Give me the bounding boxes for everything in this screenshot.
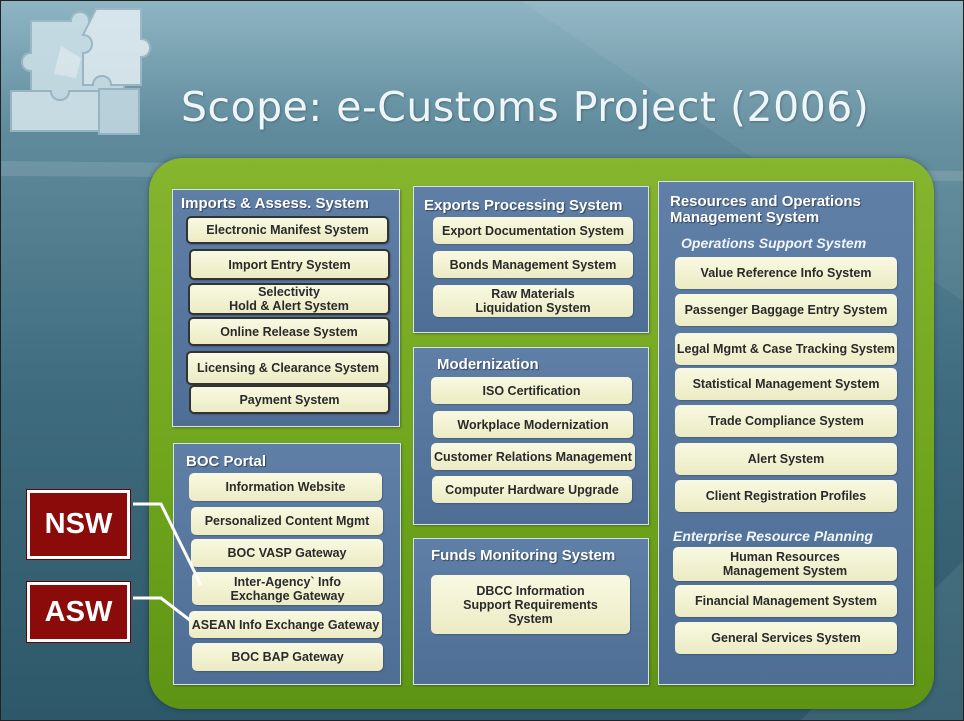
customer-relations-box: Customer Relations Management — [431, 443, 635, 470]
exports-title: Exports Processing System — [424, 197, 623, 214]
general-services-box: General Services System — [675, 622, 897, 654]
inter-agency-box: Inter-Agency` Info Exchange Gateway — [192, 572, 383, 605]
payment-box: Payment System — [189, 385, 390, 414]
asw-tag: ASW — [27, 582, 130, 642]
personalized-content-box: Personalized Content Mgmt — [191, 507, 383, 535]
boc-vasp-box: BOC VASP Gateway — [191, 539, 383, 567]
information-website-box: Information Website — [189, 473, 382, 501]
statistical-management-box: Statistical Management System — [675, 368, 897, 400]
dbcc-box: DBCC Information Support Requirements Sy… — [431, 575, 630, 634]
workplace-modernization-box: Workplace Modernization — [433, 411, 633, 438]
alert-system-box: Alert System — [675, 443, 897, 475]
licensing-clearance-box: Licensing & Clearance System — [186, 351, 390, 385]
value-reference-box: Value Reference Info System — [675, 257, 897, 289]
slide-title: Scope: e-Customs Project (2006) — [181, 83, 870, 131]
electronic-manifest-box: Electronic Manifest System — [186, 216, 389, 244]
erp-title: Enterprise Resource Planning — [673, 528, 873, 544]
ops-support-title: Operations Support System — [681, 235, 867, 251]
nsw-tag: NSW — [27, 490, 130, 559]
bonds-management-box: Bonds Management System — [433, 251, 633, 278]
iso-certification-box: ISO Certification — [431, 377, 632, 404]
raw-materials-box: Raw Materials Liquidation System — [433, 285, 633, 317]
legal-mgmt-box: Legal Mgmt & Case Tracking System — [675, 333, 897, 365]
puzzle-logo — [10, 8, 151, 135]
human-resources-box: Human Resources Management System — [673, 547, 897, 581]
passenger-baggage-box: Passenger Baggage Entry System — [675, 294, 897, 326]
boc-portal-title: BOC Portal — [186, 453, 267, 470]
imports-title: Imports & Assess. System — [181, 195, 369, 212]
export-documentation-box: Export Documentation System — [433, 217, 633, 244]
online-release-box: Online Release System — [188, 317, 390, 346]
selectivity-box: Selectivity Hold & Alert System — [188, 283, 390, 315]
asean-info-box: ASEAN Info Exchange Gateway — [189, 611, 382, 638]
modernization-title: Modernization — [437, 356, 539, 373]
client-registration-box: Client Registration Profiles — [675, 480, 897, 512]
boc-bap-box: BOC BAP Gateway — [192, 643, 383, 671]
financial-management-box: Financial Management System — [675, 585, 897, 617]
computer-hardware-box: Computer Hardware Upgrade — [432, 476, 632, 503]
funds-title: Funds Monitoring System — [431, 547, 616, 564]
trade-compliance-box: Trade Compliance System — [675, 405, 897, 437]
import-entry-box: Import Entry System — [189, 249, 390, 280]
nsw-connector — [133, 502, 203, 586]
asw-connector — [133, 596, 192, 623]
resources-title: Resources and Operations Management Syst… — [670, 193, 861, 226]
